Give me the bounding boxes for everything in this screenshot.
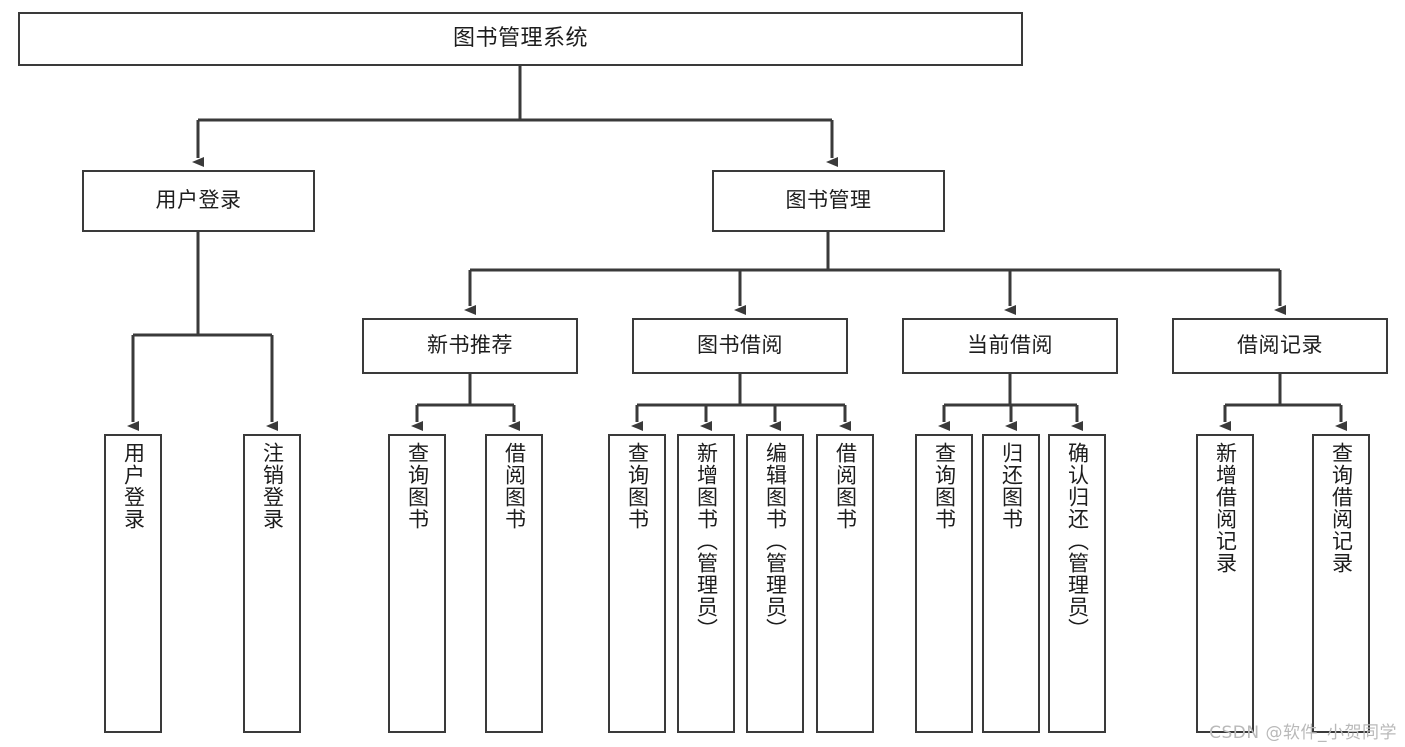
leaf-add-borrow-record[interactable]: 新增借阅记录: [1196, 434, 1254, 733]
leaf-user-login[interactable]: 用户登录: [104, 434, 162, 733]
leaf-confirm-return-admin[interactable]: 确认归还（管理员）: [1048, 434, 1106, 733]
node-label: 注销登录: [260, 442, 285, 530]
node-label: 新书推荐: [427, 333, 513, 358]
leaf-borrow-book-new[interactable]: 借阅图书: [485, 434, 543, 733]
node-label: 查询图书: [932, 442, 957, 530]
node-label: 图书借阅: [697, 333, 783, 358]
node-book-management[interactable]: 图书管理: [712, 170, 945, 232]
node-current-borrow[interactable]: 当前借阅: [902, 318, 1118, 374]
node-label: 新增借阅记录: [1213, 442, 1238, 574]
node-label: 确认归还（管理员）: [1065, 442, 1090, 640]
node-label: 用户登录: [155, 188, 242, 213]
leaf-edit-book-admin[interactable]: 编辑图书（管理员）: [746, 434, 804, 733]
node-label: 查询图书: [625, 442, 650, 530]
leaf-return-book[interactable]: 归还图书: [982, 434, 1040, 733]
node-label: 借阅图书: [833, 442, 858, 530]
node-borrow-record[interactable]: 借阅记录: [1172, 318, 1388, 374]
node-label: 归还图书: [999, 442, 1024, 530]
node-label: 借阅记录: [1237, 333, 1323, 358]
csdn-watermark: CSDN @软件_小贺同学: [1209, 723, 1397, 743]
node-label: 图书管理: [785, 188, 872, 213]
leaf-query-book[interactable]: 查询图书: [608, 434, 666, 733]
node-label: 当前借阅: [967, 333, 1053, 358]
leaf-query-borrow-record[interactable]: 查询借阅记录: [1312, 434, 1370, 733]
node-label: 查询借阅记录: [1329, 442, 1354, 574]
node-root-system[interactable]: 图书管理系统: [18, 12, 1023, 66]
leaf-add-book-admin[interactable]: 新增图书（管理员）: [677, 434, 735, 733]
node-label: 用户登录: [121, 442, 146, 530]
leaf-logout[interactable]: 注销登录: [243, 434, 301, 733]
node-label: 新增图书（管理员）: [694, 442, 719, 640]
node-user-login[interactable]: 用户登录: [82, 170, 315, 232]
node-book-borrow[interactable]: 图书借阅: [632, 318, 848, 374]
leaf-query-book-current[interactable]: 查询图书: [915, 434, 973, 733]
leaf-query-book-new[interactable]: 查询图书: [388, 434, 446, 733]
node-label: 查询图书: [405, 442, 430, 530]
node-label: 编辑图书（管理员）: [763, 442, 788, 640]
node-label: 图书管理系统: [452, 25, 588, 51]
node-new-book-recommend[interactable]: 新书推荐: [362, 318, 578, 374]
node-label: 借阅图书: [502, 442, 527, 530]
leaf-borrow-book[interactable]: 借阅图书: [816, 434, 874, 733]
